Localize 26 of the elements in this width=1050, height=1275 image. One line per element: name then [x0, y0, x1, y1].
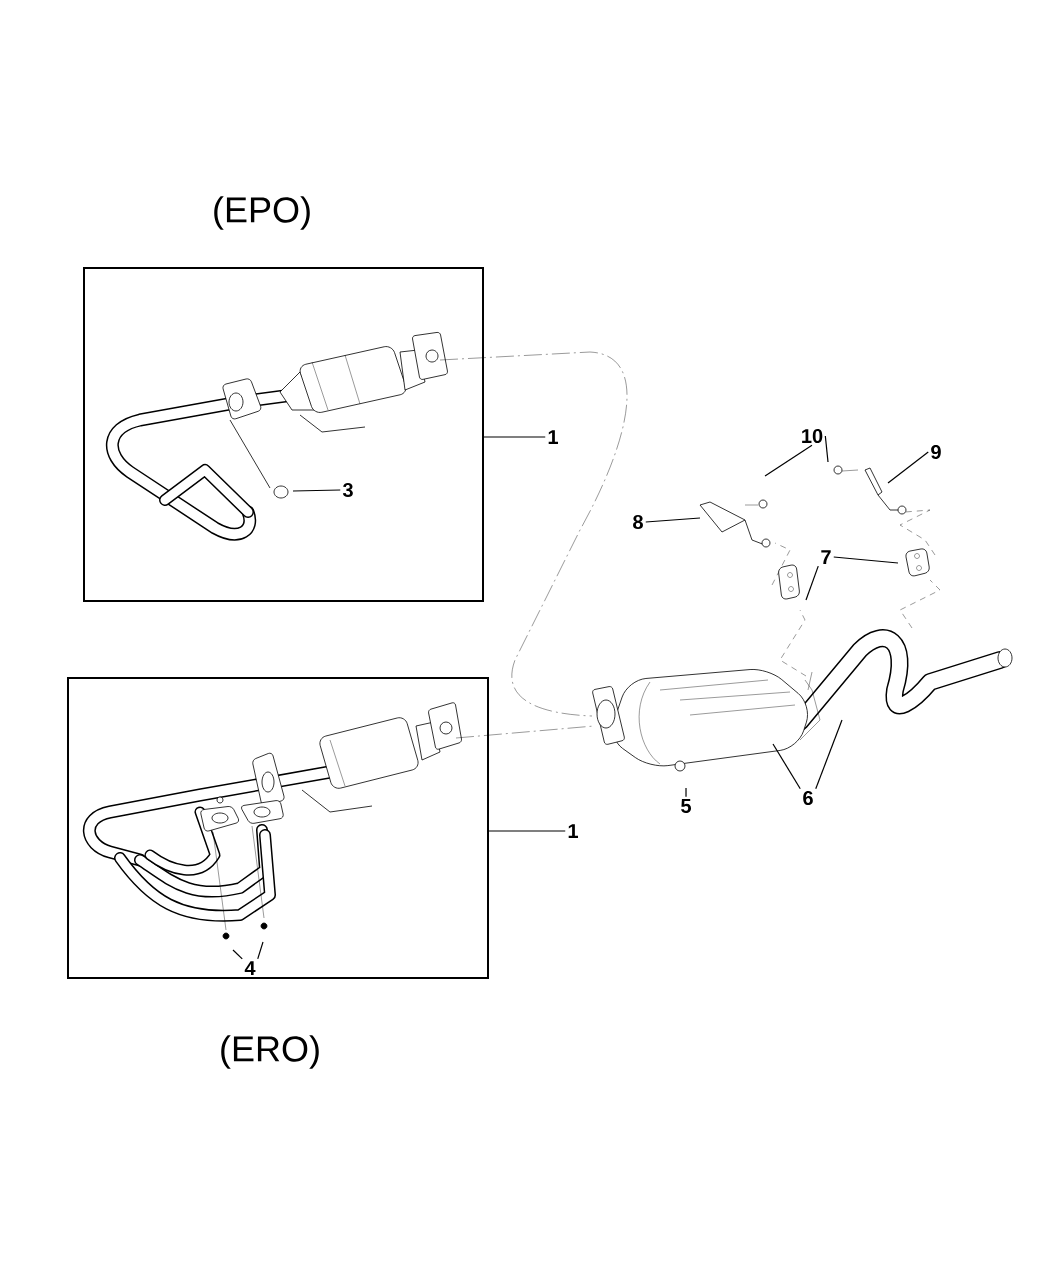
- callout-number: 5: [681, 799, 691, 813]
- callout-number: 4: [244, 961, 256, 975]
- leader-line: [772, 743, 801, 790]
- leader-line: [824, 435, 829, 463]
- leader-line: [483, 436, 546, 438]
- leader-line: [764, 444, 813, 477]
- leader-line: [257, 941, 264, 960]
- leader-line: [292, 489, 341, 492]
- leader-line: [685, 787, 687, 798]
- heading: (ERO): [221, 1035, 319, 1069]
- callout-number: 10: [802, 428, 823, 444]
- callout-number: 8: [633, 514, 643, 530]
- leader-line: [488, 830, 566, 832]
- leader-line: [645, 517, 701, 523]
- leader-line: [815, 719, 843, 790]
- callout-number: 3: [342, 482, 353, 498]
- callout-number: 6: [803, 790, 813, 806]
- leader-line: [833, 556, 899, 564]
- callout-number: 1: [568, 824, 578, 838]
- leader-line: [887, 451, 929, 484]
- callout-number: 1: [548, 430, 558, 444]
- leader-line: [805, 565, 819, 601]
- callout-number: 7: [821, 550, 831, 564]
- leader-line: [232, 949, 243, 960]
- heading: (EPO): [214, 196, 310, 230]
- callout-number: 9: [931, 444, 941, 460]
